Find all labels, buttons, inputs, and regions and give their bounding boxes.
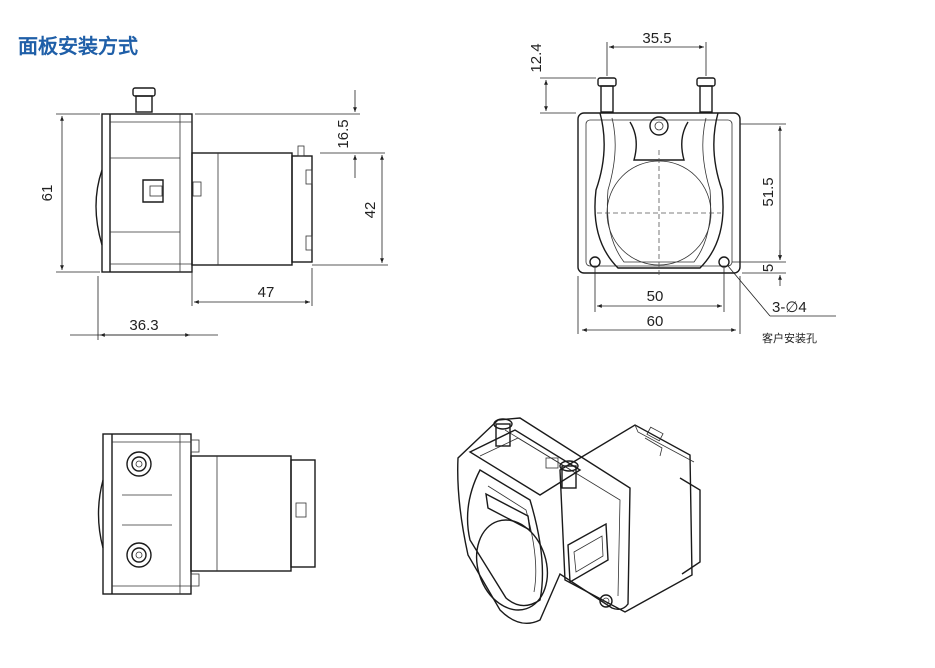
top-view	[97, 433, 316, 595]
hole-callout: 3-∅4	[772, 299, 807, 316]
dim-51-5: 51.5	[760, 177, 777, 206]
dim-42: 42	[362, 202, 379, 219]
dim-5: 5	[760, 264, 777, 272]
dim-36-3: 36.3	[129, 317, 158, 334]
isometric-view	[457, 417, 701, 624]
dim-12-4: 12.4	[528, 43, 545, 72]
hole-note: 客户安装孔	[762, 331, 817, 345]
side-view: 61 16.5 42 47 36.3	[39, 87, 388, 340]
dim-61: 61	[39, 185, 56, 202]
dim-47: 47	[258, 284, 275, 301]
page-title: 面板安装方式	[18, 34, 138, 58]
dim-50: 50	[647, 288, 664, 305]
dim-60: 60	[647, 313, 664, 330]
dim-35-5: 35.5	[642, 30, 671, 47]
front-view: 35.5 12.4 51.5 5 50 60 3-∅4 客户安装孔	[528, 30, 836, 345]
dim-16-5: 16.5	[335, 119, 352, 148]
